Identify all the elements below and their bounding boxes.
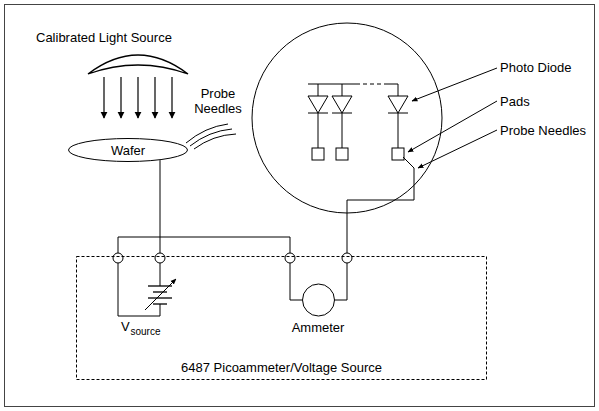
probe-needles-label: Probe Needles xyxy=(190,86,246,116)
probe-needle-wire xyxy=(347,157,414,253)
instrument-outline xyxy=(77,257,487,380)
battery-plate xyxy=(153,303,167,304)
node-text: Wafer xyxy=(111,143,145,158)
diode-triangle xyxy=(388,96,408,113)
leader-line xyxy=(418,130,497,168)
terminal xyxy=(155,253,165,263)
ammeter-meter: Ammeter xyxy=(284,284,353,338)
probe-needle xyxy=(186,124,228,143)
light-ray xyxy=(137,77,138,118)
photo-diode-symbol xyxy=(308,84,328,160)
wire-connector xyxy=(160,160,161,256)
pad-square xyxy=(312,148,324,160)
ammeter-circle xyxy=(302,284,334,316)
node-text: 6487 Picoammeter/Voltage Source xyxy=(181,360,382,375)
light-ray xyxy=(103,77,104,118)
light-ray xyxy=(171,77,172,118)
diode-bar xyxy=(332,113,352,114)
battery-plate xyxy=(148,297,172,298)
voltage-subscript: source xyxy=(131,326,161,338)
diode-triangle xyxy=(308,96,328,113)
diode-bar xyxy=(308,113,328,114)
leader-line xyxy=(408,101,497,152)
instrument-box: 6487 Picoammeter/Voltage Source Ammeter xyxy=(76,256,487,380)
diode-lead xyxy=(318,84,319,148)
variable-arrow xyxy=(145,279,176,310)
probe-needle xyxy=(194,134,236,149)
photo-diode-label: Photo Diode xyxy=(500,60,572,75)
terminal xyxy=(285,253,295,263)
pad-square xyxy=(336,148,348,160)
pads-label: Pads xyxy=(500,94,530,109)
light-source-lens xyxy=(88,55,188,74)
photo-diode-symbol xyxy=(332,84,352,160)
wafer-outline xyxy=(69,139,188,162)
battery-symbol xyxy=(145,279,176,310)
diode-bus-continuation xyxy=(356,84,388,85)
diode-lead xyxy=(342,84,343,148)
light-ray xyxy=(120,77,121,118)
light-source-label: Calibrated Light Source xyxy=(36,30,172,45)
diode-triangle xyxy=(332,96,352,113)
wire xyxy=(118,263,160,316)
battery-plate xyxy=(153,291,167,292)
diode-lead xyxy=(398,84,399,148)
diode-bar xyxy=(388,113,408,114)
terminal xyxy=(113,253,123,263)
pad-square xyxy=(392,148,404,160)
terminal xyxy=(342,253,352,263)
leader-line xyxy=(412,68,497,101)
wafer-ellipse: Wafer xyxy=(68,138,188,162)
frame-border xyxy=(5,5,595,407)
voltage-symbol: V xyxy=(121,319,130,334)
diode-bus xyxy=(308,84,356,85)
diode-bus xyxy=(388,84,398,85)
photo-diode-symbol xyxy=(388,84,408,160)
probe-needle xyxy=(190,129,232,146)
wire xyxy=(118,237,290,253)
node-text: Ammeter xyxy=(292,320,345,335)
probe-needles-label: Probe Needles xyxy=(500,123,586,138)
light-ray xyxy=(154,77,155,118)
